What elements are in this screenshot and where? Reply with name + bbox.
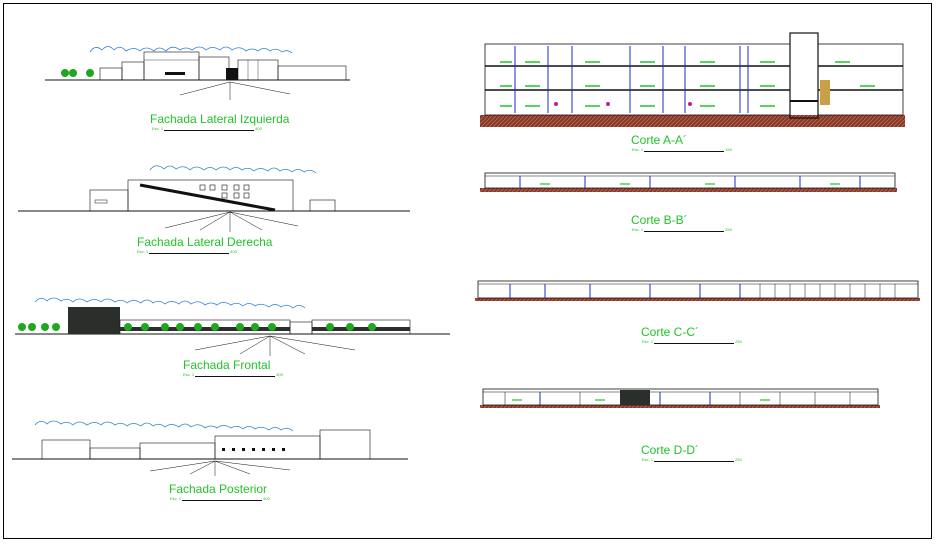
cloud-outline (89, 46, 293, 54)
section-d-d (480, 388, 880, 408)
drawing-title: Fachada Lateral Derecha (137, 235, 273, 249)
drawing-title: Corte C-C´ (641, 325, 700, 339)
drawing-title: Corte D-D´ (641, 443, 700, 457)
section-a-a (480, 32, 905, 127)
elevation-right-side (18, 165, 410, 232)
drawing-title: Fachada Frontal (183, 358, 271, 372)
elevation-front (15, 297, 450, 356)
drawing-sheet-border (3, 3, 932, 539)
drawing-title: Corte A-A´ (631, 133, 688, 147)
cloud-outline (149, 165, 317, 174)
elevation-left-side (45, 46, 350, 100)
cloud-outline (34, 420, 294, 432)
drawing-title: Corte B-B´ (631, 213, 688, 227)
elevation-rear (12, 420, 408, 476)
drawing-title: Fachada Lateral Izquierda (150, 112, 290, 126)
cloud-outline (34, 297, 306, 309)
section-c-c (475, 280, 920, 301)
section-b-b (480, 172, 897, 192)
drawing-title: Fachada Posterior (169, 482, 268, 496)
